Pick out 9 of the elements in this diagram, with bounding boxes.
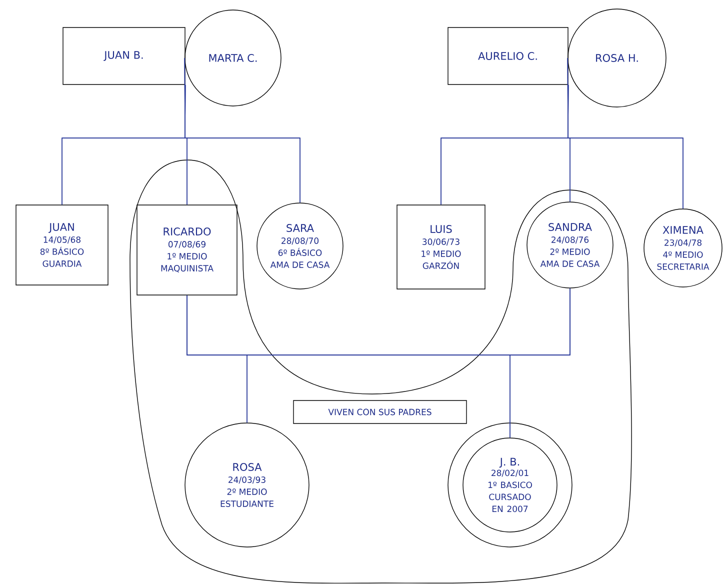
person-box: JUAN B. xyxy=(62,27,186,85)
note-box: VIVEN CON SUS PADRES xyxy=(293,400,467,424)
connector-line xyxy=(510,288,570,438)
connector-line xyxy=(567,58,684,209)
connector-line xyxy=(184,58,300,203)
person-box: JUAN 14/05/68 8º BÁSICO GUARDIA xyxy=(16,204,108,286)
person-box: LUIS 30/06/73 1º MEDIO GARZÓN xyxy=(396,204,486,290)
person-box: AURELIO C. xyxy=(448,27,568,85)
person-box: RICARDO 07/08/69 1º MEDIO MAQUINISTA xyxy=(136,204,238,296)
